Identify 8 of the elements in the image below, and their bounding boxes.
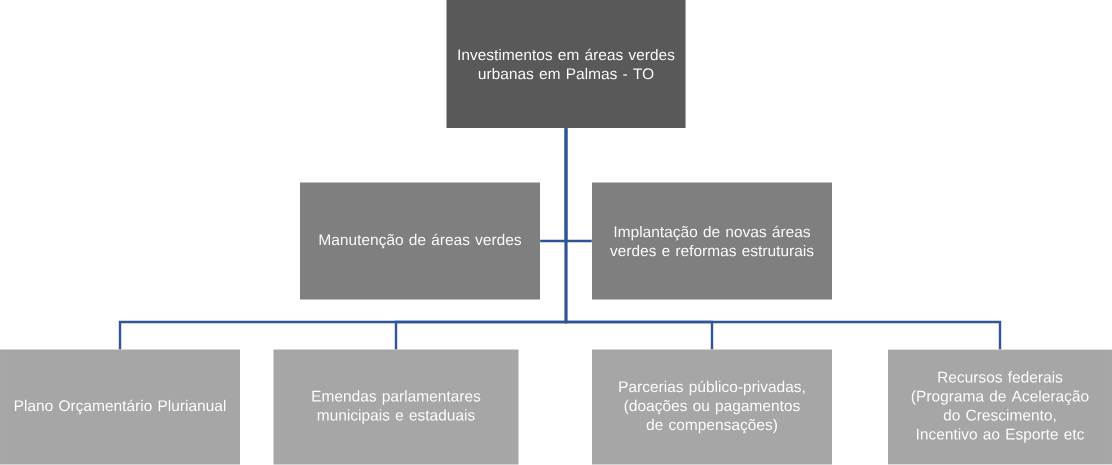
connector-line bbox=[564, 128, 1002, 350]
process-box: Recursos federais (Programa de Aceleração do Crescimento, Incentivo ao Esporte etc bbox=[888, 349, 1112, 465]
process-box: Manutenção de áreas verdes bbox=[300, 182, 540, 300]
process-box: Plano Orçamentário Plurianual bbox=[0, 349, 240, 465]
process-box: Implantação de novas áreas verdes e reformas estruturais bbox=[592, 182, 832, 300]
process-box: Parcerias público-privadas, (doações ou pagamentos de compensações) bbox=[592, 349, 832, 465]
process-box: Emendas parlamentares municipais e estaduais bbox=[273, 349, 519, 465]
process-box: Investimentos em áreas verdes urbanas em Palmas - TO bbox=[446, 0, 686, 128]
